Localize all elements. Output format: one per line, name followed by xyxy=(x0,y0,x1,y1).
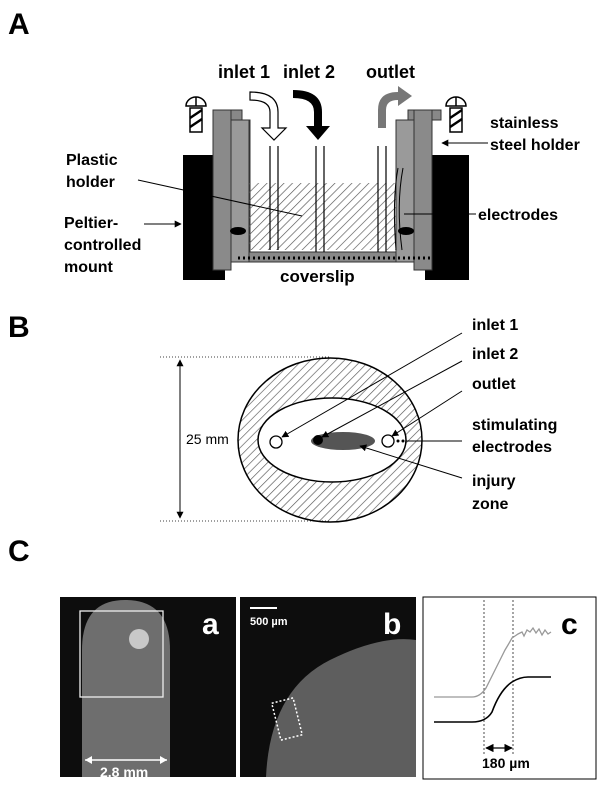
holder-post-left xyxy=(212,109,232,271)
outlet-arrow xyxy=(378,86,412,128)
holder-post-right xyxy=(413,109,433,271)
label-coverslip: coverslip xyxy=(280,267,355,286)
label-electrodes: electrodes xyxy=(478,207,558,224)
chamber-diagram xyxy=(183,86,469,280)
scale-label-b: 500 µm xyxy=(250,616,288,628)
letter-c: c xyxy=(561,608,578,641)
pointer-inlet-1 xyxy=(281,332,463,438)
label-b-outlet: outlet xyxy=(472,376,516,393)
label-holder: holder xyxy=(66,174,115,191)
label-b-stimulating: stimulating xyxy=(472,417,557,434)
label-outlet: outlet xyxy=(366,62,415,82)
scale-label-a: 2.8 mm xyxy=(100,764,148,780)
profile-trace-gray xyxy=(434,626,552,698)
o-ring-right xyxy=(398,227,414,235)
label-b-inlet-2: inlet 2 xyxy=(472,346,518,363)
bath-solution xyxy=(249,183,396,250)
pointer-injury-zone xyxy=(359,444,463,479)
cell-tip-b xyxy=(266,639,416,777)
electrode-wire-1 xyxy=(393,167,399,251)
inlet-2-port xyxy=(313,435,323,445)
outlet-tube xyxy=(377,146,387,252)
outlet-port xyxy=(381,434,395,448)
label-b-zone: zone xyxy=(472,496,509,513)
label-diameter: 25 mm xyxy=(186,431,229,447)
cell-tip-a xyxy=(82,600,170,777)
inlet-2-tube xyxy=(315,146,325,252)
pointer-inlet-2 xyxy=(321,360,463,438)
letter-a: a xyxy=(202,608,219,641)
label-peltier: Peltier- xyxy=(64,215,118,232)
roi-box-b xyxy=(270,696,304,742)
width-label-c: 180 µm xyxy=(482,755,530,771)
label-stainless: stainless xyxy=(490,115,559,132)
panel-label-b: B xyxy=(8,311,30,344)
screw-right xyxy=(445,96,467,133)
label-plastic: Plastic xyxy=(66,152,118,169)
micrograph-b xyxy=(240,597,416,777)
profile-trace-black xyxy=(434,676,551,723)
label-b-inlet-1: inlet 1 xyxy=(472,317,518,334)
pointer-plastic-holder xyxy=(137,179,303,217)
label-b-electrodes: electrodes xyxy=(472,439,552,456)
stim-electrode-dot-1 xyxy=(396,439,400,443)
screw-left xyxy=(185,96,207,133)
chamber-top-view xyxy=(160,332,463,523)
pointer-outlet xyxy=(391,390,463,437)
label-inlet-2: inlet 2 xyxy=(283,62,335,82)
letter-b: b xyxy=(383,608,401,641)
label-inlet-1: inlet 1 xyxy=(218,62,270,82)
label-controlled: controlled xyxy=(64,237,141,254)
inlet-1-tube xyxy=(269,146,279,250)
panel-label-c: C xyxy=(8,535,30,568)
bright-spot-a xyxy=(129,629,149,649)
o-ring-left xyxy=(230,227,246,235)
plastic-post-right xyxy=(395,119,415,263)
label-b-injury: injury xyxy=(472,473,516,490)
inlet-1-port xyxy=(269,435,283,449)
label-steel-holder: steel holder xyxy=(490,137,580,154)
electrode-wire-2 xyxy=(398,167,404,251)
plastic-post-left xyxy=(230,119,250,263)
label-mount: mount xyxy=(64,259,114,276)
inlet-2-arrow xyxy=(293,90,330,140)
micrograph-a xyxy=(60,597,236,777)
roi-box-a xyxy=(79,610,164,698)
inlet-1-arrow xyxy=(249,91,288,141)
profile-plot-c xyxy=(422,596,597,780)
panel-label-a: A xyxy=(8,8,30,41)
stim-electrode-dot-2 xyxy=(401,439,405,443)
